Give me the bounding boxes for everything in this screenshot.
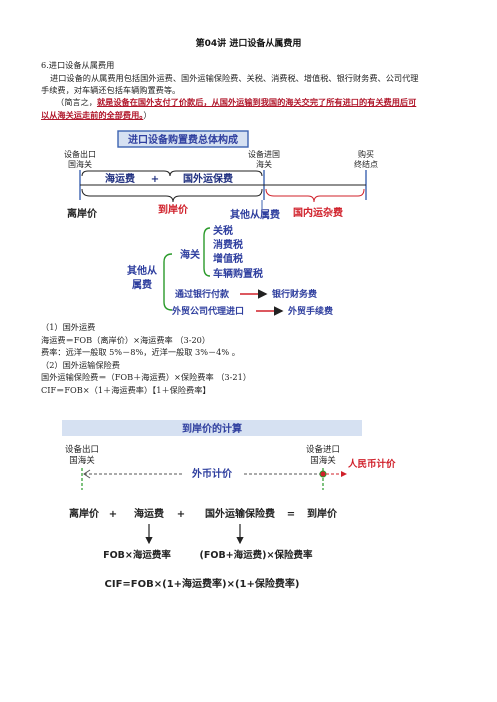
d2-origin-line2: 国海关: [69, 455, 95, 466]
domestic-label: 国内运杂费: [293, 206, 343, 219]
insurance-segment: 国外运保费: [183, 172, 233, 185]
group-label-line1: 其他从: [127, 264, 157, 277]
other-fees-label: 其他从属费: [230, 208, 280, 221]
note-suffix: ）: [143, 110, 152, 120]
origin-port-line1: 设备出口: [64, 149, 96, 159]
plus-sign: +: [151, 174, 159, 185]
note-line-2: 以从海关运走前的全部费用。）: [41, 110, 152, 121]
customs-label: 海关: [180, 248, 200, 261]
formula-3: CIF＝FOB×（1＋海运费率）【1＋保险费率】: [41, 385, 211, 395]
page-title: 第04讲 进口设备从属费用: [195, 39, 302, 49]
note-line-1: （简言之，就是设备在国外支付了价款后，从国外运输到我国的海关交完了所有进口的有关…: [56, 97, 416, 108]
bank-fee-label: 银行财务费: [272, 288, 317, 300]
formula-2: 国外运输保险费＝（FOB＋海运费）×保险费率 （3-21）: [41, 372, 252, 382]
d2-import-dot: [319, 470, 327, 478]
bank-path-label: 通过银行付款: [175, 288, 230, 300]
diagram1-header-box: [117, 130, 249, 148]
sec1-heading: （1）国外运费: [41, 322, 96, 332]
diagram1-header: 进口设备购置费总体构成: [128, 133, 238, 146]
formula-1b: 费率：远洋一般取 5%－8%，近洋一般取 3%－4% 。: [41, 347, 240, 357]
note-highlight-2: 以从海关运走前的全部费用。: [41, 110, 144, 120]
group-brace: [163, 253, 173, 311]
formula-1: 海运费＝FOB（离岸价）×海运费率 （3-20）: [41, 335, 211, 345]
eq-plus-2: +: [177, 509, 185, 520]
paragraph-line-2: 手续费，对车辆还包括车辆购置费等。: [41, 85, 181, 95]
sub1-formula: FOB×海运费率: [103, 549, 171, 561]
section-heading: 6.进口设备从属费用: [41, 60, 115, 70]
d2-import-line2: 国海关: [310, 455, 336, 466]
d2-fx-label-bg: [182, 466, 242, 480]
agent-fee-label: 外贸手续费: [287, 305, 333, 317]
eq-fob: 离岸价: [69, 507, 100, 520]
d2-import-line1: 设备进口: [306, 444, 340, 455]
eq-insurance: 国外运输保险费: [205, 507, 275, 520]
foreign-currency-label: 外币计价: [191, 467, 233, 480]
sub2-formula: (FOB+海运费)×保险费率: [200, 549, 313, 561]
purchase-cost-diagram: 进口设备购置费总体构成 设备出口 国海关 设备进国 海关 购买 终结点 海运费 …: [64, 130, 378, 317]
paragraph-line-1: 进口设备的从属费用包括国外运费、国外运输保险费、关税、消费税、增值税、银行财务费…: [50, 73, 419, 83]
origin-port-line2: 国海关: [68, 159, 92, 169]
insurance-bracket: [169, 170, 263, 177]
purchase-end-line2: 终结点: [354, 159, 378, 169]
diagram2-header: 到岸价的计算: [182, 422, 242, 435]
eq-equals: =: [287, 509, 295, 520]
customs-item-vat: 增值税: [213, 252, 243, 265]
eq-freight: 海运费: [134, 507, 164, 520]
freight-segment: 海运费: [105, 172, 135, 185]
import-port-line1: 设备进国: [248, 149, 280, 159]
import-port-line2: 海关: [256, 159, 272, 169]
d2-origin-line1: 设备出口: [65, 444, 99, 455]
sec2-heading: （2）国外运输保险费: [41, 360, 120, 370]
eq-plus-1: +: [109, 509, 117, 520]
rmb-label: 人民币计价: [348, 458, 396, 470]
fob-label: 离岸价: [67, 207, 98, 220]
cif-formula: CIF=FOB×(1+海运费率)×(1+保险费率): [105, 577, 300, 590]
cif-label: 到岸价: [158, 203, 189, 216]
customs-brace: [203, 227, 211, 277]
customs-item-tariff: 关税: [213, 224, 233, 237]
customs-item-vehicle-tax: 车辆购置税: [213, 267, 263, 280]
domestic-brace: [265, 188, 365, 203]
group-label-line2: 属费: [132, 278, 152, 291]
eq-cif: 到岸价: [307, 507, 338, 520]
d2-timeline-arrowhead: [83, 469, 91, 479]
freight-bracket: [81, 170, 171, 177]
cif-brace: [81, 188, 263, 203]
customs-item-consumption-tax: 消费税: [213, 238, 243, 251]
agent-path-label: 外贸公司代理进口: [171, 305, 244, 317]
diagram2-header-band: [62, 420, 362, 436]
note-highlight-1: 就是设备在国外支付了价款后，从国外运输到我国的海关交完了所有进口的有关费用后可: [96, 97, 417, 107]
purchase-end-line1: 购买: [358, 149, 374, 159]
note-prefix: （简言之，: [56, 97, 97, 107]
